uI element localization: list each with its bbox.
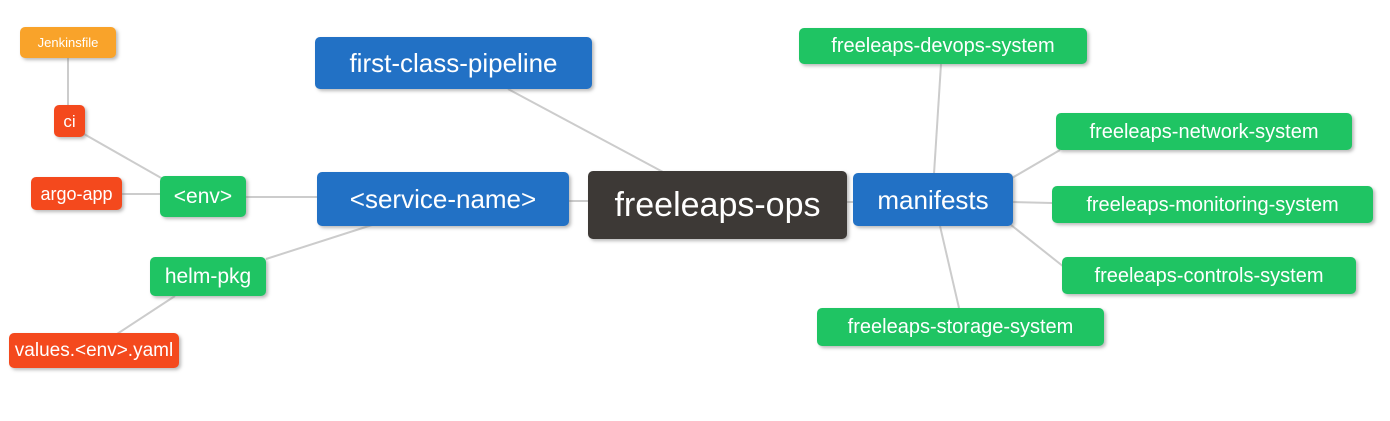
node-freeleaps-controls-system[interactable]: freeleaps-controls-system — [1062, 257, 1356, 294]
edge-manifests-network — [1011, 149, 1061, 179]
node-freeleaps-monitoring-system[interactable]: freeleaps-monitoring-system — [1052, 186, 1373, 223]
node-freeleaps-storage-system[interactable]: freeleaps-storage-system — [817, 308, 1104, 346]
node-ci[interactable]: ci — [54, 105, 85, 137]
node-service-name[interactable]: <service-name> — [317, 172, 569, 226]
edge-devops-manifests — [933, 63, 942, 175]
node-root-freeleaps-ops[interactable]: freeleaps-ops — [588, 171, 847, 239]
node-env[interactable]: <env> — [160, 176, 246, 217]
node-manifests[interactable]: manifests — [853, 173, 1013, 226]
edge-manifests-controls — [1010, 224, 1065, 268]
edge-ci-env — [83, 133, 164, 180]
node-argo-app[interactable]: argo-app — [31, 177, 122, 210]
edge-pipeline-root — [507, 88, 664, 173]
node-first-class-pipeline[interactable]: first-class-pipeline — [315, 37, 592, 89]
edge-helm-pkg-service-name — [265, 224, 373, 260]
node-helm-pkg[interactable]: helm-pkg — [150, 257, 266, 296]
edge-manifests-storage — [939, 225, 960, 309]
edge-manifests-monitoring — [1012, 201, 1053, 204]
node-jenkinsfile[interactable]: Jenkinsfile — [20, 27, 116, 58]
node-freeleaps-devops-system[interactable]: freeleaps-devops-system — [799, 28, 1087, 64]
edge-values-helm-pkg — [116, 295, 176, 335]
node-freeleaps-network-system[interactable]: freeleaps-network-system — [1056, 113, 1352, 150]
node-values-env-yaml[interactable]: values.<env>.yaml — [9, 333, 179, 368]
